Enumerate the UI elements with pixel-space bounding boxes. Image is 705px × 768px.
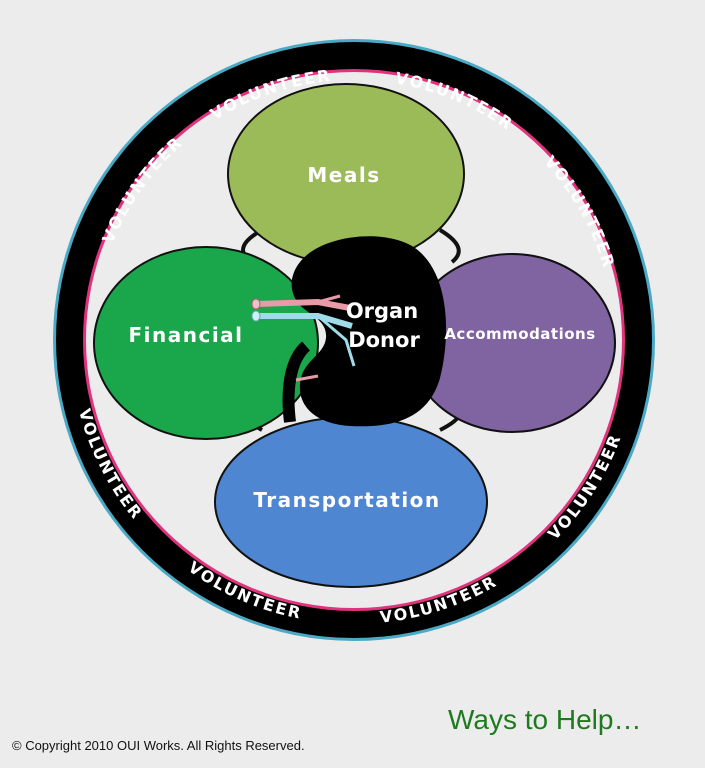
- copyright-notice: © Copyright 2010 OUI Works. All Rights R…: [12, 738, 305, 753]
- center-label-line2: Donor: [348, 328, 420, 352]
- kidney-icon: [251, 236, 447, 427]
- center-label-line1: Organ: [346, 299, 418, 323]
- label-financial: Financial: [128, 323, 243, 347]
- caption-ways-to-help: Ways to Help…: [448, 704, 642, 735]
- label-transportation: Transportation: [253, 488, 440, 512]
- petal-financial: [93, 246, 319, 440]
- label-meals: Meals: [307, 163, 380, 187]
- label-accommodations: Accommodations: [444, 325, 595, 343]
